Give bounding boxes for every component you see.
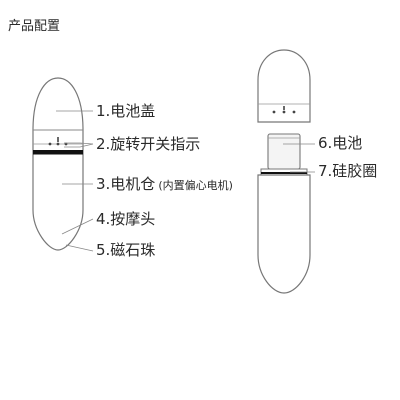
label-motor-housing-group: 3.电机仓(内置偏心电机) bbox=[96, 177, 233, 192]
leader-line-2b bbox=[64, 143, 94, 148]
leader-lines bbox=[56, 110, 315, 252]
page-title: 产品配置 bbox=[8, 19, 61, 34]
leader-line-5 bbox=[65, 244, 94, 252]
massager-body-shape bbox=[257, 174, 311, 294]
switch-band bbox=[33, 150, 83, 155]
label-motor-housing: 3.电机仓 bbox=[96, 175, 156, 193]
label-motor-note: (内置偏心电机) bbox=[158, 179, 233, 192]
label-massage-head: 4.按摩头 bbox=[96, 210, 156, 228]
label-battery: 6.电池 bbox=[318, 134, 363, 152]
label-magnet-bead: 5.磁石珠 bbox=[96, 241, 156, 259]
label-rotary-switch: 2.旋转开关指示 bbox=[96, 135, 201, 153]
assembled-device bbox=[32, 77, 84, 251]
assembled-device-body bbox=[32, 77, 84, 251]
switch-indicator-icon bbox=[48, 137, 68, 146]
label-silicone-ring: 7.硅胶圈 bbox=[318, 162, 378, 180]
label-battery-cover: 1.电池盖 bbox=[96, 102, 156, 120]
leader-line-2 bbox=[64, 142, 94, 145]
cover-indicator-icon bbox=[272, 106, 296, 114]
leader-line-4 bbox=[61, 218, 94, 235]
battery-shape bbox=[267, 133, 301, 170]
exploded-device bbox=[257, 49, 311, 294]
